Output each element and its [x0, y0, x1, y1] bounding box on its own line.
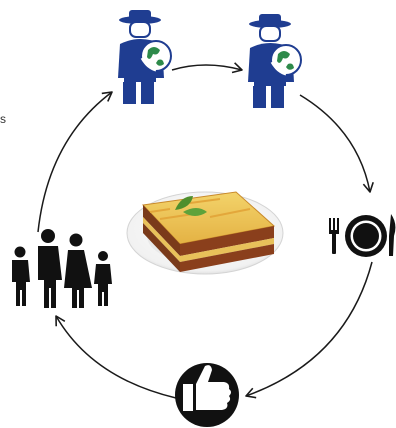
arrow-farmer1-to-farmer2	[171, 62, 243, 74]
cycle-arrows	[37, 62, 374, 399]
lasagna	[141, 191, 276, 272]
thumbs-up-icon	[175, 363, 239, 427]
cropped-text-fragment: s	[0, 112, 6, 126]
arrow-plate-to-thumbsup	[245, 261, 373, 399]
person-icon	[12, 246, 30, 306]
farmer-globe-icon	[118, 10, 172, 104]
family-icon	[12, 229, 112, 308]
fork-icon	[329, 218, 339, 254]
person-icon	[64, 233, 92, 308]
farmer-globe-icon	[248, 14, 302, 108]
arrow-farmer2-to-plate	[299, 94, 374, 193]
knife-icon	[389, 214, 396, 256]
plate-cutlery-icon	[329, 214, 396, 257]
person-icon	[94, 251, 112, 306]
lasagna-plate-icon	[126, 191, 284, 275]
person-icon	[38, 229, 62, 308]
arrow-thumbsup-to-family	[55, 315, 177, 399]
arrow-family-to-farmer1	[37, 91, 113, 233]
